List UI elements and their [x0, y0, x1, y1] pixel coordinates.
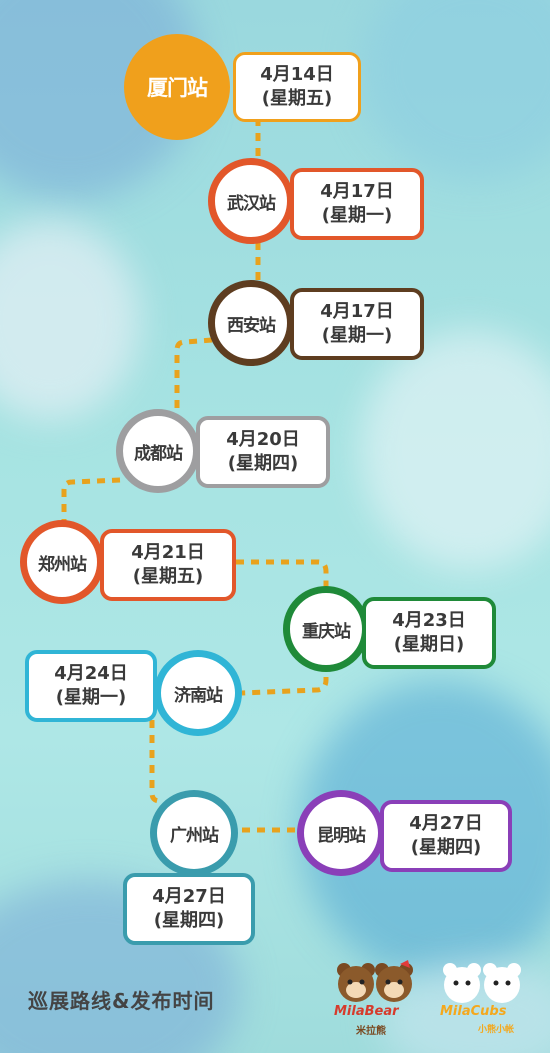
station-zhengzhou: 郑州站	[20, 520, 104, 604]
station-name: 武汉站	[227, 193, 276, 214]
weekday-text: (星期一)	[321, 325, 393, 346]
station-name: 成都站	[134, 443, 183, 464]
station-xiamen: 厦门站	[124, 34, 230, 140]
date-text: 4月14日	[260, 64, 334, 85]
date-text: 4月24日	[54, 663, 128, 684]
weekday-text: (星期五)	[261, 88, 333, 109]
date-box-wuhan: 4月17日 (星期一)	[290, 168, 424, 240]
weekday-text: (星期一)	[321, 205, 393, 226]
milacubs-cn: 小熊小帐	[478, 1025, 515, 1035]
date-text: 4月27日	[152, 886, 226, 907]
milabear-logo: MilaBear 米拉熊	[330, 960, 420, 1040]
milabear-cn: 米拉熊	[356, 1026, 386, 1037]
milacubs-brand: MilaCubs	[440, 1004, 507, 1019]
milabear-brand: MilaBear	[334, 1004, 399, 1019]
station-kunming: 昆明站	[297, 790, 385, 876]
date-text: 4月23日	[392, 610, 466, 631]
date-text: 4月17日	[320, 301, 394, 322]
station-name: 郑州站	[38, 554, 87, 575]
date-box-kunming: 4月27日 (星期四)	[380, 800, 512, 872]
watercolor-splash	[0, 220, 140, 420]
station-chongqing: 重庆站	[283, 586, 369, 672]
date-text: 4月20日	[226, 429, 300, 450]
date-text: 4月27日	[409, 813, 483, 834]
watercolor-splash	[360, 330, 550, 570]
station-name: 广州站	[170, 825, 219, 846]
date-text: 4月17日	[320, 181, 394, 202]
date-box-chongqing: 4月23日 (星期日)	[362, 597, 496, 669]
station-xian: 西安站	[208, 280, 294, 366]
date-box-guangzhou: 4月27日 (星期四)	[123, 873, 255, 945]
milacubs-logo: MilaCubs 小熊小帐	[432, 960, 532, 1040]
cubs-logo-icon	[443, 963, 521, 1003]
date-box-xiamen: 4月14日 (星期五)	[233, 52, 361, 122]
date-box-jinan: 4月24日 (星期一)	[25, 650, 157, 722]
station-name: 昆明站	[317, 825, 366, 846]
station-guangzhou: 广州站	[150, 790, 238, 876]
weekday-text: (星期四)	[227, 453, 299, 474]
station-chengdu: 成都站	[116, 409, 200, 493]
date-box-zhengzhou: 4月21日 (星期五)	[100, 529, 236, 601]
station-jinan: 济南站	[154, 650, 242, 736]
station-name: 济南站	[174, 685, 223, 706]
weekday-text: (星期日)	[393, 634, 465, 655]
weekday-text: (星期五)	[132, 566, 204, 587]
date-box-chengdu: 4月20日 (星期四)	[196, 416, 330, 488]
station-wuhan: 武汉站	[208, 158, 294, 244]
station-name: 重庆站	[302, 621, 351, 642]
footer-title: 巡展路线&发布时间	[28, 989, 215, 1013]
weekday-text: (星期四)	[410, 837, 482, 858]
weekday-text: (星期一)	[55, 687, 127, 708]
station-name: 厦门站	[147, 76, 208, 100]
station-name: 西安站	[227, 315, 276, 336]
bear-logo-icon	[337, 960, 413, 1002]
date-text: 4月21日	[131, 542, 205, 563]
weekday-text: (星期四)	[153, 910, 225, 931]
date-box-xian: 4月17日 (星期一)	[290, 288, 424, 360]
